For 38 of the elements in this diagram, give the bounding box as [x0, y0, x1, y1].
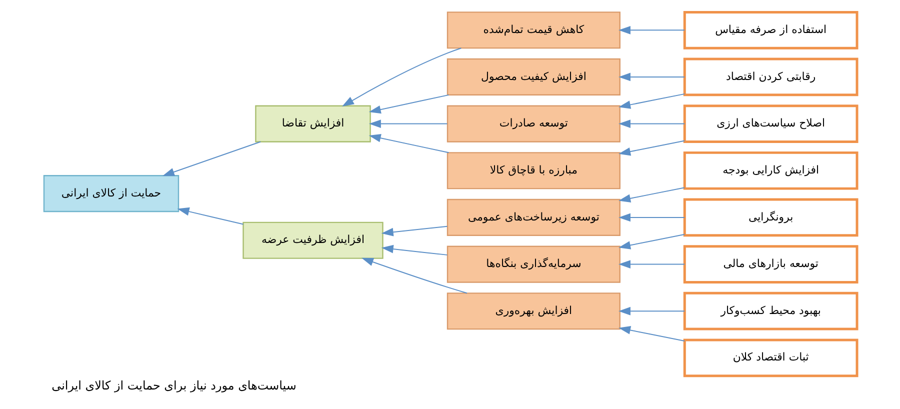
node-box: افزایش کیفیت محصول — [446, 58, 620, 96]
arrow — [162, 141, 261, 176]
node-box: ثبات اقتصاد کلان — [682, 338, 858, 378]
arrow — [618, 234, 685, 250]
node-box: کاهش قیمت تمام‌شده — [446, 12, 620, 49]
arrow — [368, 134, 449, 154]
arrow — [618, 26, 685, 34]
caption: سیاست‌های مورد نیاز برای حمایت از کالای ایرانی — [51, 378, 296, 392]
arrow — [618, 187, 685, 203]
node-box: سرمایه‌گذاری بنگاه‌ها — [446, 246, 620, 283]
arrow — [368, 120, 448, 128]
node-box: بهبود محیط کسب‌وکار — [682, 292, 858, 330]
arrow — [368, 94, 449, 114]
arrow — [618, 72, 685, 82]
node-box: افزایش تقاضا — [254, 105, 370, 142]
arrow — [618, 140, 685, 156]
node-box: مبارزه با قاچاق کالا — [446, 152, 620, 190]
arrow — [380, 244, 448, 256]
node-box: افزایش کارایی بودجه — [682, 151, 858, 190]
arrow — [618, 306, 685, 316]
arrow — [176, 207, 244, 225]
arrow — [618, 326, 685, 342]
arrow — [618, 120, 685, 128]
arrow — [342, 48, 462, 107]
node-box: اصلاح سیاست‌های ارزی — [682, 104, 858, 143]
node-box: حمایت از کالای ایرانی — [42, 175, 179, 212]
node-box: برونگرایی — [682, 198, 858, 237]
node-box: استفاده از صرفه مقیاس — [682, 10, 858, 50]
node-box: توسعه زیرساخت‌های عمومی — [446, 198, 620, 236]
arrow — [618, 93, 685, 109]
node-box: افزایش بهره‌وری — [446, 292, 620, 330]
node-box: افزایش ظرفیت عرضه — [242, 222, 383, 259]
arrow — [618, 260, 685, 268]
node-box: رقابتی کردن اقتصاد — [682, 58, 858, 96]
node-box: توسعه بازارهای مالی — [682, 245, 858, 284]
node-box: توسعه صادرات — [446, 105, 620, 142]
arrow — [380, 226, 448, 236]
arrow — [618, 213, 685, 222]
